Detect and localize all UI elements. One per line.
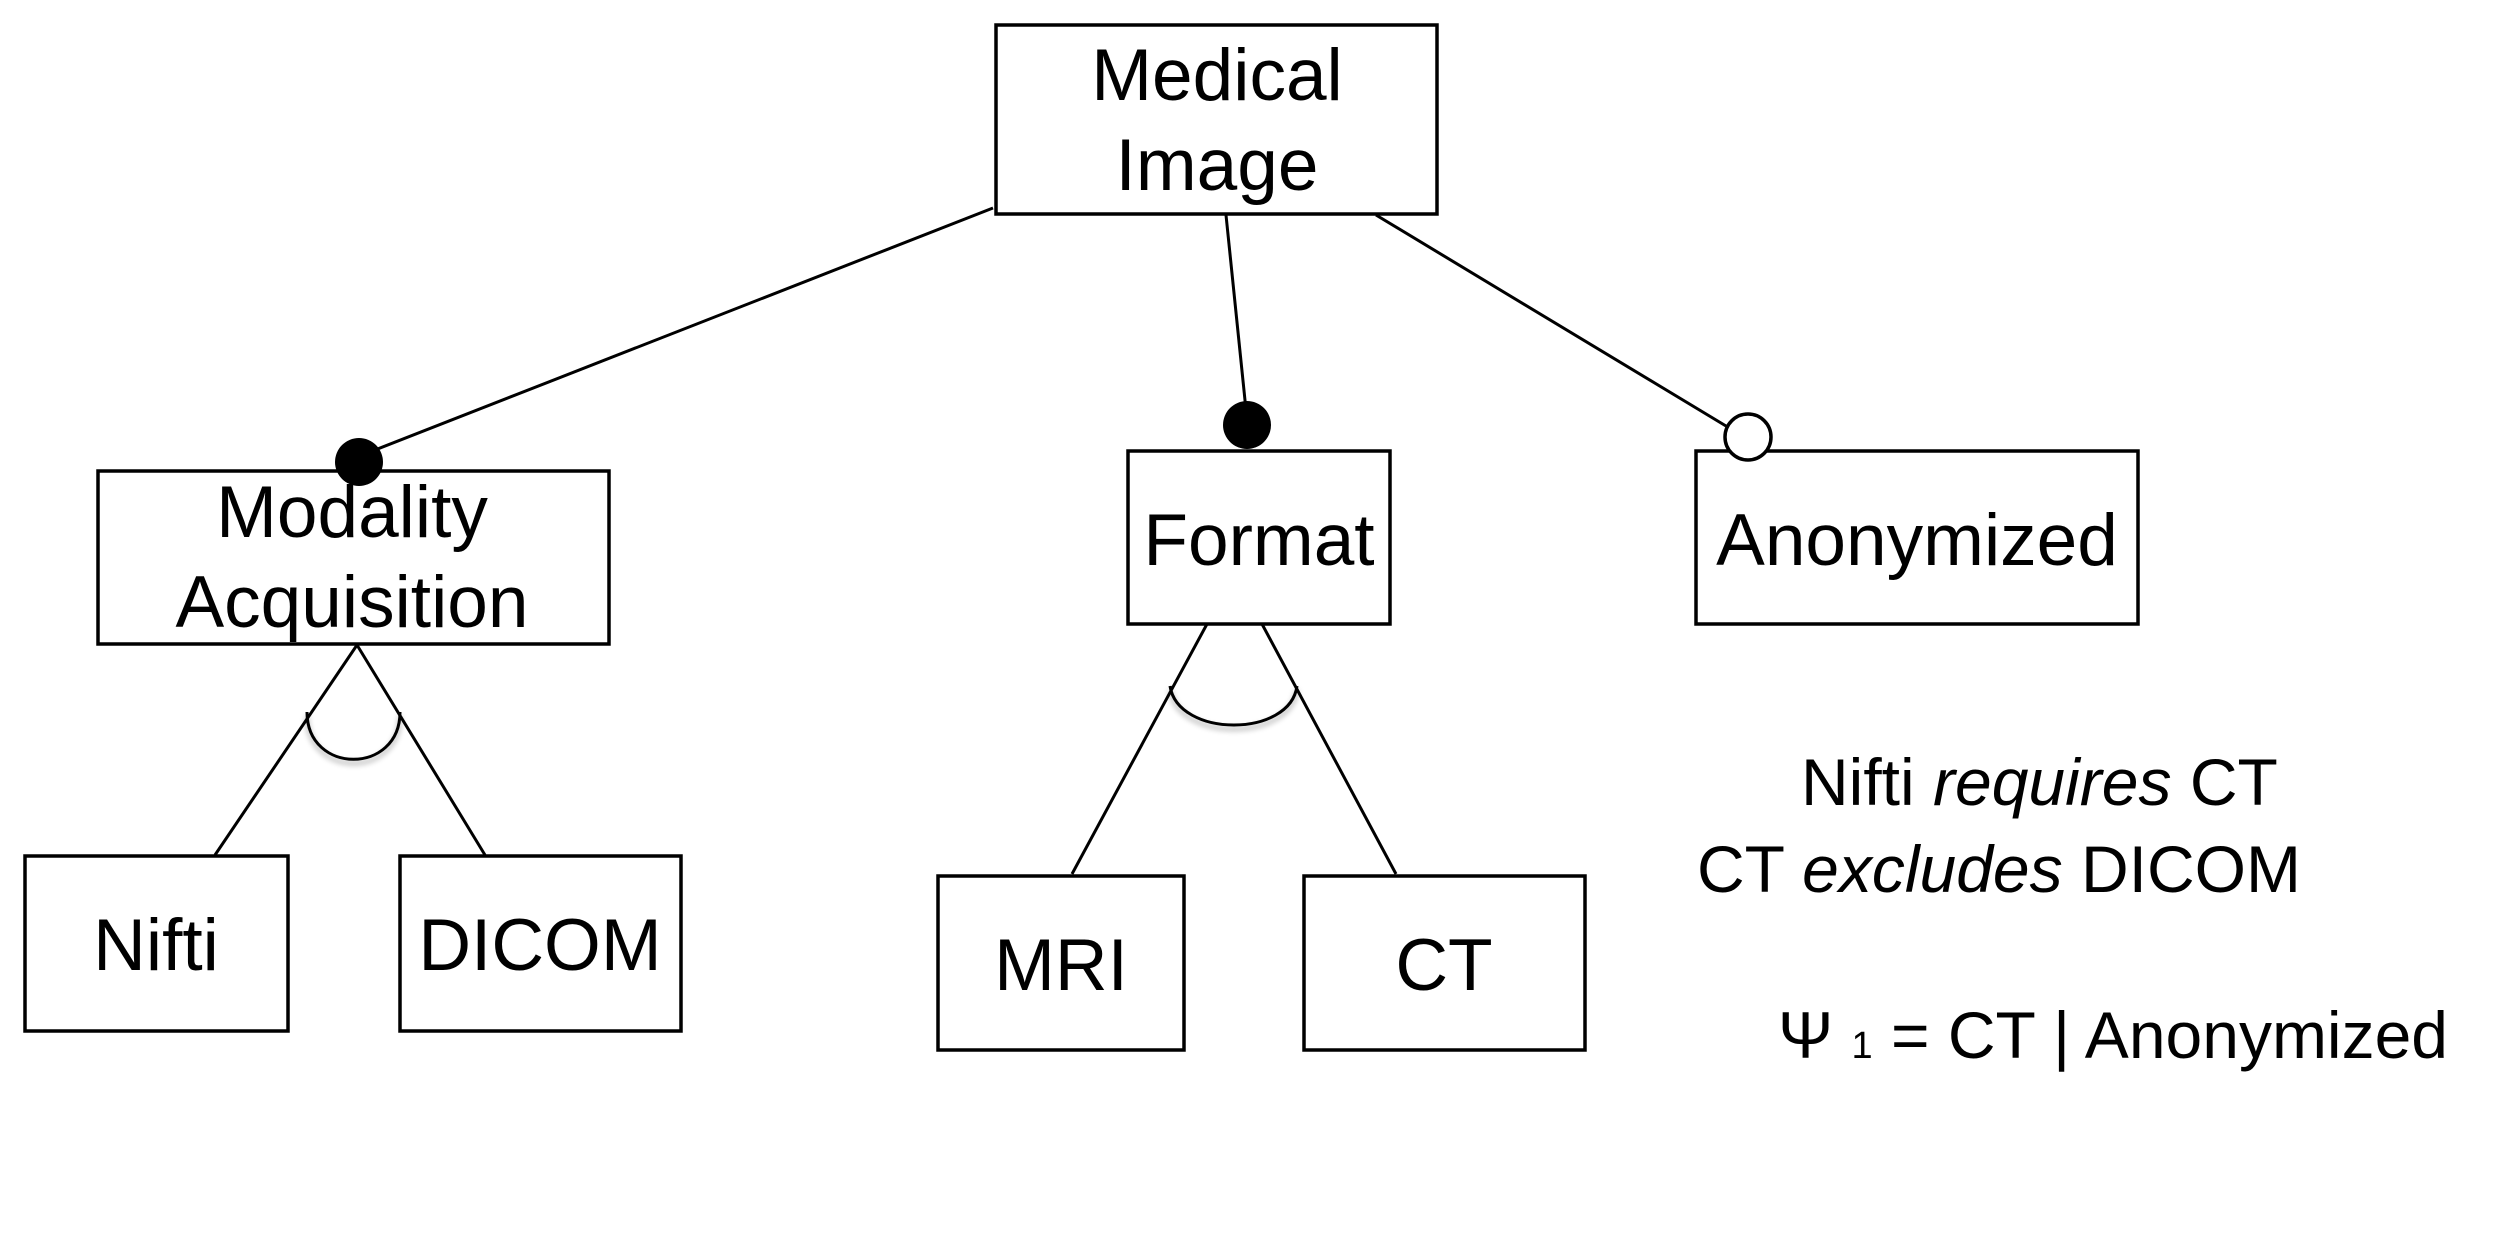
anonymized-label: Anonymized — [1716, 500, 2118, 581]
feature-format-box — [1126, 449, 1392, 626]
constraint-2-left: CT — [1697, 832, 1784, 906]
constraint-1-op: requires — [1933, 745, 2171, 819]
medical-image-label-line2: Image — [1116, 125, 1319, 206]
feature-medical-image-box — [994, 23, 1439, 216]
psi-expression: = CT | Anonymized — [1891, 998, 2448, 1072]
constraint-1-left: Nifti — [1801, 745, 1915, 819]
feature-modality-acquisition-box — [96, 469, 611, 646]
constraint-nifti-requires-ct: Nifti requires CT — [1801, 745, 2278, 819]
psi-subscript: 1 — [1851, 1025, 1872, 1067]
feature-anonymized-box — [1694, 449, 2140, 626]
ct-label: CT — [1395, 925, 1492, 1006]
optional-marker-anonymized — [1723, 412, 1773, 462]
constraint-psi-formula: Ψ 1 = CT | Anonymized — [1778, 998, 2448, 1072]
mri-label: MRI — [994, 925, 1128, 1006]
mandatory-marker-format — [1223, 401, 1271, 449]
edge-modality-dicom — [355, 644, 487, 856]
feature-dicom-box — [398, 854, 683, 1033]
psi-symbol: Ψ — [1778, 998, 1833, 1072]
edge-root-anonymized — [1375, 213, 1727, 428]
mandatory-marker-modality — [335, 438, 383, 486]
dicom-label: DICOM — [418, 905, 661, 986]
feature-ct-box — [1302, 874, 1587, 1052]
constraint-ct-excludes-dicom: CT excludes DICOM — [1697, 832, 2301, 906]
constraint-2-op: excludes — [1802, 832, 2063, 906]
constraint-2-right: DICOM — [2081, 832, 2301, 906]
medical-image-label-line1: Medical — [1091, 35, 1343, 116]
edge-format-mri — [1070, 623, 1209, 875]
constraint-1-right: CT — [2190, 745, 2278, 819]
modality-label-line1: Modality — [216, 472, 488, 553]
alternative-group-arc-modality — [305, 711, 402, 761]
feature-nifti-box — [23, 854, 290, 1033]
nifti-label: Nifti — [93, 905, 219, 986]
edge-format-ct — [1260, 623, 1398, 875]
feature-mri-box — [936, 874, 1186, 1052]
modality-label-line2: Acquisition — [175, 562, 528, 643]
format-label: Format — [1143, 500, 1374, 581]
edge-root-format — [1224, 214, 1248, 411]
alternative-group-arc-format — [1168, 685, 1299, 727]
edge-modality-nifti — [213, 644, 359, 856]
edge-root-modality — [374, 206, 994, 452]
